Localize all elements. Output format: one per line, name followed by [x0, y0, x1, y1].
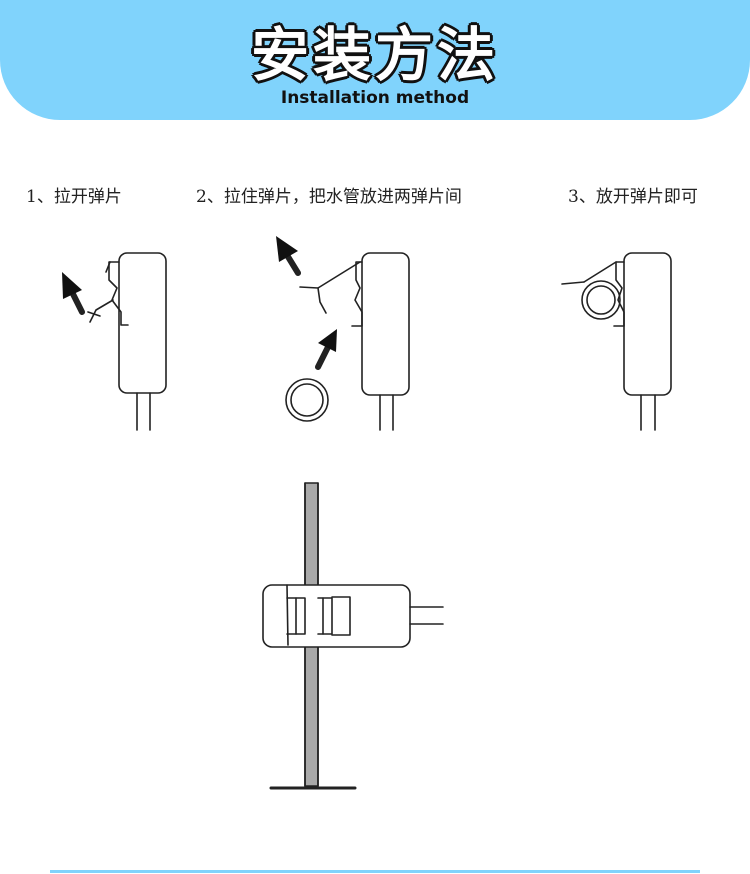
- spring-clip: [105, 261, 111, 273]
- bottom-divider: [50, 870, 700, 873]
- device-body: [118, 252, 167, 394]
- clip-jaw-right: [317, 597, 333, 635]
- water-pipe-ring: [581, 280, 621, 320]
- water-pipe-ring-inner: [586, 285, 616, 315]
- step-2-label: 2、拉住弹片，把水管放进两弹片间: [196, 187, 462, 207]
- step-1-illustration: [87, 252, 167, 431]
- pull-arrow-head: [62, 272, 82, 299]
- mounted-view-illustration: [262, 482, 444, 790]
- spring-clip: [351, 261, 363, 327]
- spring-clip-arm: [317, 261, 361, 289]
- spring-clip-arm: [87, 311, 101, 317]
- header-banner: [0, 0, 750, 120]
- spring-clip-arm: [299, 286, 327, 314]
- device-body: [623, 252, 672, 396]
- water-pipe-ring-inner: [290, 383, 324, 417]
- spring-clip: [613, 261, 625, 327]
- pull-arrow: [69, 289, 85, 315]
- device-body: [361, 252, 410, 396]
- water-pipe-ring: [285, 378, 329, 422]
- step-3-illustration: [561, 252, 672, 431]
- step-3-label: 3、放开弹片即可: [568, 187, 698, 207]
- page-subtitle: Installation method: [280, 88, 470, 108]
- page-title: 安装方法: [250, 21, 499, 89]
- device-body-mounted: [262, 584, 411, 648]
- pull-arrow-head: [276, 236, 298, 262]
- step-2-illustration: [285, 252, 410, 431]
- insert-arrow: [315, 344, 331, 370]
- pull-arrow: [284, 252, 301, 276]
- spring-clip-arm: [89, 299, 114, 323]
- spring-clip-arm: [583, 261, 617, 283]
- spring-clip-arm: [561, 281, 585, 285]
- device-latch: [331, 596, 351, 636]
- insert-arrow-head: [318, 329, 337, 352]
- step-1-label: 1、拉开弹片: [26, 187, 122, 207]
